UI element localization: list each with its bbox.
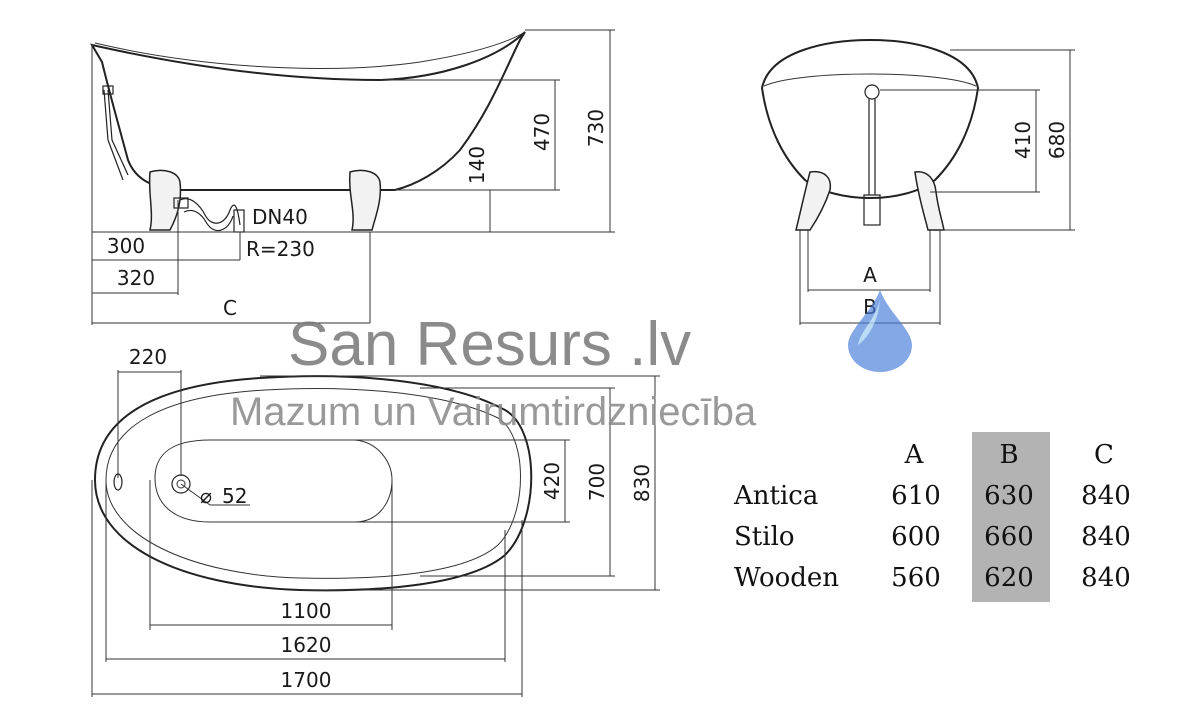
side-dim-730: 730 bbox=[584, 109, 608, 147]
table-cell-c: 840 bbox=[1081, 522, 1131, 552]
side-dim-140: 140 bbox=[465, 146, 489, 184]
table-cell-c: 840 bbox=[1081, 481, 1131, 511]
side-dim-470: 470 bbox=[530, 113, 554, 151]
side-dim-300: 300 bbox=[107, 234, 145, 258]
side-tub-body bbox=[89, 31, 526, 191]
watermark: San Resurs .lv Mazum un Vairumtirdzniecī… bbox=[230, 290, 912, 434]
top-tub-rim bbox=[105, 387, 521, 579]
dimension-table: A B C Antica 610 630 840 Stilo 600 660 8… bbox=[733, 432, 1131, 602]
side-drain-label: DN40 bbox=[252, 205, 308, 229]
watermark-tagline: Mazum un Vairumtirdzniecība bbox=[230, 390, 757, 434]
table-row-name: Wooden bbox=[734, 563, 839, 593]
front-dim-680: 680 bbox=[1045, 121, 1069, 159]
front-dim-a: A bbox=[863, 263, 877, 287]
top-dim-700: 700 bbox=[585, 463, 609, 501]
front-overflow-knob bbox=[864, 84, 880, 100]
side-view: C 300 320 DN40 R=230 140 470 730 bbox=[89, 29, 615, 325]
table-row-name: Stilo bbox=[734, 522, 795, 552]
table-header-a: A bbox=[904, 440, 925, 470]
front-leg-left bbox=[795, 170, 832, 231]
top-dim-1700: 1700 bbox=[281, 668, 332, 692]
side-dim-c: C bbox=[223, 296, 237, 320]
side-dim-320: 320 bbox=[117, 266, 155, 290]
top-dim-420: 420 bbox=[540, 462, 564, 500]
front-tub-body bbox=[760, 38, 980, 200]
table-header-c: C bbox=[1094, 440, 1114, 470]
table-cell-c: 840 bbox=[1081, 563, 1131, 593]
top-dim-1620: 1620 bbox=[281, 633, 332, 657]
top-dim-diameter-symbol: ⌀ bbox=[200, 484, 212, 508]
table-column-b-highlight bbox=[972, 432, 1050, 602]
table-cell-b: 630 bbox=[984, 481, 1034, 511]
table-cell-a: 610 bbox=[891, 481, 941, 511]
table-cell-b: 620 bbox=[984, 563, 1034, 593]
table-header-b: B bbox=[999, 440, 1018, 470]
top-view: 220 ⌀ 52 420 700 830 1100 1620 1700 bbox=[91, 345, 660, 697]
top-dim-830: 830 bbox=[630, 464, 654, 502]
top-tub-outer bbox=[93, 375, 533, 592]
table-cell-b: 660 bbox=[984, 522, 1034, 552]
watermark-brand: San Resurs .lv bbox=[288, 310, 691, 379]
water-drop-icon bbox=[848, 290, 912, 372]
top-dim-220: 220 bbox=[129, 345, 167, 369]
top-dim-1100: 1100 bbox=[281, 599, 332, 623]
front-view: A B 410 680 bbox=[760, 38, 1075, 325]
front-leg-right bbox=[914, 171, 945, 231]
side-radius-label: R=230 bbox=[246, 237, 315, 261]
table-cell-a: 600 bbox=[891, 522, 941, 552]
table-cell-a: 560 bbox=[891, 563, 941, 593]
front-dim-410: 410 bbox=[1011, 121, 1035, 159]
side-overflow-pipe bbox=[103, 89, 129, 181]
side-leg-right bbox=[348, 169, 382, 231]
top-dim-diameter: 52 bbox=[222, 484, 247, 508]
table-row-name: Antica bbox=[733, 481, 818, 511]
side-leg-left bbox=[148, 169, 182, 231]
side-siphon bbox=[179, 198, 241, 232]
